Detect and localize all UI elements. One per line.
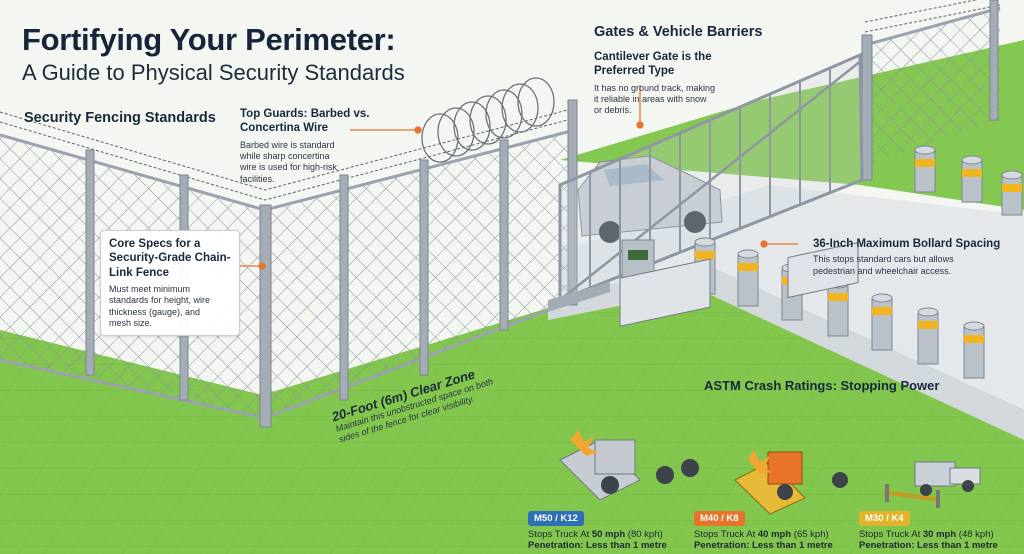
bollard-band bbox=[695, 251, 715, 259]
callout-body: standards for height, wire bbox=[109, 295, 211, 306]
callout-cantilever-gate: Cantilever Gate is the Preferred Type It… bbox=[594, 50, 754, 117]
truck-m40 bbox=[734, 242, 859, 515]
page-subtitle: A Guide to Physical Security Standards bbox=[22, 60, 405, 85]
callout-core-specs: Core Specs for a Security-Grade Chain- L… bbox=[100, 230, 240, 337]
rating-speed: Stops Truck At 50 mph (80 kph) bbox=[528, 529, 663, 540]
callout-title: Link Fence bbox=[109, 266, 170, 279]
section-heading-crash-ratings: ASTM Crash Ratings: Stopping Power bbox=[704, 378, 940, 393]
impact-burst bbox=[570, 430, 598, 456]
bollard-cap bbox=[917, 307, 939, 317]
bollard bbox=[914, 149, 936, 193]
rating-badge: M50 / K12 bbox=[528, 511, 584, 526]
callout-body: pedestrian and wheelchair access. bbox=[813, 265, 952, 276]
callout-body: wire is used for high-risk bbox=[240, 162, 338, 173]
callout-title: Cantilever Gate is the bbox=[594, 51, 712, 63]
bollard bbox=[1001, 174, 1023, 216]
bollard-cap bbox=[871, 293, 893, 303]
truck-m50 bbox=[559, 258, 711, 501]
bollard bbox=[917, 311, 939, 365]
callout-title: Preferred Type bbox=[594, 65, 675, 78]
callout-body: thickness (gauge), and bbox=[109, 306, 201, 317]
bollard-band bbox=[738, 263, 758, 271]
rating-penetration: Penetration: Less than 1 metre bbox=[528, 540, 667, 551]
bollard bbox=[871, 297, 893, 351]
callout-body: Must meet minimum bbox=[109, 284, 191, 295]
rating-penetration: Penetration: Less than 1 metre bbox=[859, 540, 998, 551]
bollard-band bbox=[918, 321, 938, 329]
callout-body: It has no ground track, making bbox=[594, 82, 716, 93]
cantilever-gate bbox=[558, 52, 864, 303]
rating-m50: M50 / K12 Stops Truck At 50 mph (80 kph)… bbox=[528, 508, 678, 551]
rating-speed: Stops Truck At 30 mph (48 kph) bbox=[859, 529, 994, 540]
rating-badge: M40 / K8 bbox=[694, 511, 745, 526]
callout-title: Concertina Wire bbox=[240, 122, 329, 135]
bollard-cap bbox=[963, 321, 985, 331]
bollard bbox=[963, 325, 985, 379]
callout-title: Security-Grade Chain- bbox=[109, 252, 231, 265]
bollard-cap bbox=[694, 237, 716, 247]
rating-penetration: Penetration: Less than 1 metre bbox=[694, 540, 833, 551]
callout-body: Barbed wire is standard bbox=[240, 139, 335, 150]
bollard-band bbox=[962, 169, 982, 177]
callout-body: mesh size. bbox=[109, 317, 153, 328]
bollard bbox=[827, 283, 849, 337]
rating-speed: Stops Truck At 40 mph (65 kph) bbox=[694, 529, 829, 540]
bollard bbox=[961, 159, 983, 203]
bollard-band bbox=[964, 335, 984, 343]
truck-m30 bbox=[883, 461, 981, 508]
fence-mesh-right bbox=[865, 8, 1000, 165]
bollard-cap bbox=[1001, 170, 1023, 180]
callout-bollard-spacing: 36-Inch Maximum Bollard Spacing This sto… bbox=[813, 237, 1018, 277]
impact-burst bbox=[748, 450, 772, 474]
callout-body: it reliable in areas with snow bbox=[594, 94, 707, 104]
bollard bbox=[737, 253, 759, 307]
bollard-cap bbox=[961, 155, 983, 165]
rating-m40: M40 / K8 Stops Truck At 40 mph (65 kph) … bbox=[694, 508, 844, 551]
bollard-band bbox=[915, 159, 935, 167]
rating-badge: M30 / K4 bbox=[859, 511, 910, 526]
callout-title: 36-Inch Maximum Bollard Spacing bbox=[813, 238, 1001, 250]
bollard-cap bbox=[914, 145, 936, 155]
callout-top-guards: Top Guards: Barbed vs. Concertina Wire B… bbox=[240, 107, 390, 185]
bollard-band bbox=[872, 307, 892, 315]
bollard-band bbox=[828, 293, 848, 301]
callout-title: Core Specs for a bbox=[109, 238, 201, 250]
bollard-band bbox=[1002, 184, 1022, 192]
section-heading-fencing: Security Fencing Standards bbox=[24, 110, 216, 126]
concertina-wire bbox=[421, 77, 555, 163]
bollard-cap bbox=[737, 249, 759, 259]
callout-title: Top Guards: Barbed vs. bbox=[240, 108, 370, 120]
callout-body: facilities. bbox=[240, 173, 275, 184]
rating-m30: M30 / K4 Stops Truck At 30 mph (48 kph) … bbox=[859, 508, 1009, 551]
page-title: Fortifying Your Perimeter: bbox=[22, 22, 396, 57]
callout-body: while sharp concertina bbox=[240, 151, 330, 161]
section-heading-gates: Gates & Vehicle Barriers bbox=[594, 24, 763, 40]
callout-body: This stops standard cars but allows bbox=[813, 254, 954, 265]
callout-body: or debris. bbox=[594, 105, 632, 116]
